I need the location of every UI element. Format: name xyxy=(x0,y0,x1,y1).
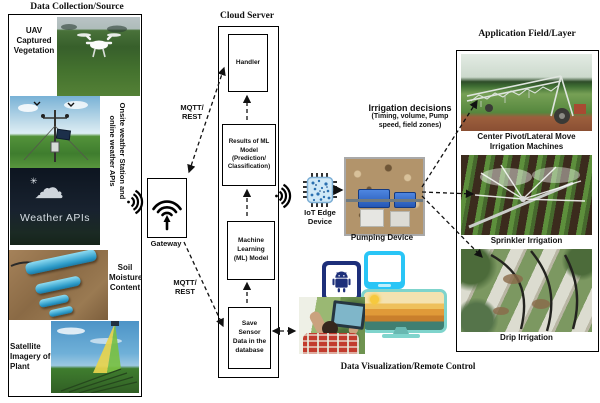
drone-icon xyxy=(61,24,127,58)
satellite-imagery-label: Satellite Imagery of Plant xyxy=(10,342,51,371)
mqtt-line2: REST xyxy=(181,112,202,121)
desktop-monitor-icon xyxy=(361,289,447,333)
weather-apis-tile: ✳ ☁ Weather APIs xyxy=(10,168,100,245)
irrigation-decisions-block: Irrigation decisions (Timing, volume, Pu… xyxy=(366,103,454,131)
pump-pipe xyxy=(346,199,423,202)
handler-box: Handler xyxy=(228,34,268,92)
save-sensor-box: Save Sensor Data in the database xyxy=(228,307,271,369)
mqtt-rest-label-bottom: MQTT/ REST xyxy=(167,278,203,296)
farmer-plaid-shirt xyxy=(303,333,359,354)
data-visualization-label: Data Visualization/Remote Control xyxy=(340,361,476,371)
irrigation-decisions-title: Irrigation decisions xyxy=(368,103,452,113)
soil-sensor xyxy=(34,275,82,295)
mqtt-line1: MQTT/ xyxy=(180,103,204,112)
sprinkler-label: Sprinkler Irrigation xyxy=(490,236,563,245)
mqtt-line2: REST xyxy=(174,287,195,296)
phone-screen xyxy=(326,265,357,298)
drip-irrigation-photo xyxy=(461,249,592,332)
monitor-stand xyxy=(393,327,409,334)
tablet-home-button xyxy=(378,284,391,287)
farmer-tablet-photo xyxy=(299,297,365,354)
drip-tube-icon xyxy=(490,250,579,332)
results-box: Results of ML Model (Prediction/ Classif… xyxy=(222,124,276,186)
sprinkler-spray-icon xyxy=(468,164,586,229)
pivot-machine-icon xyxy=(466,75,586,124)
satellite-imagery-photo xyxy=(51,321,139,393)
mqtt-line1: MQTT/ xyxy=(173,278,197,287)
application-field-title: Application Field/Layer xyxy=(478,29,576,39)
uav-label: UAV Captured Vegetation xyxy=(13,26,55,55)
ml-model-box: Machine Learning (ML) Model xyxy=(227,221,275,280)
android-icon xyxy=(332,271,351,293)
weather-station-photo xyxy=(10,96,100,168)
ml-model-label: Machine Learning (ML) Model xyxy=(233,237,269,262)
results-label: Results of ML Model (Prediction/ Classif… xyxy=(227,138,271,171)
sun-icon xyxy=(370,295,379,304)
soil-moisture-photo xyxy=(9,250,108,320)
wifi-antenna-icon xyxy=(152,200,182,231)
pump-unit xyxy=(358,189,390,208)
mqtt-rest-label-top: MQTT/ REST xyxy=(174,103,210,121)
iot-edge-device-label: IoT Edge Device xyxy=(304,208,336,227)
handler-label: Handler xyxy=(235,58,261,66)
center-pivot-label: Center Pivot/Lateral Move Irrigation Mac… xyxy=(477,132,576,151)
save-sensor-label: Save Sensor Data in the database xyxy=(232,320,267,354)
soil-sensor xyxy=(24,250,98,276)
gateway-box xyxy=(147,178,187,238)
cloud-icon: ☁ xyxy=(34,172,64,205)
soil-moisture-label: Soil Moisture Content xyxy=(109,263,143,292)
satellite-beam-icon xyxy=(57,321,138,393)
farmer-head xyxy=(322,321,338,336)
tablet-screen xyxy=(368,255,401,282)
pump-base-block xyxy=(390,211,410,227)
tablet-icon xyxy=(364,251,405,289)
weather-station-icon xyxy=(18,101,89,162)
left-panel-title: Data Collection/Source xyxy=(30,2,124,12)
pump-base-block xyxy=(360,209,384,227)
uav-vegetation-photo xyxy=(57,17,140,96)
center-pivot-photo xyxy=(461,54,592,131)
irrigation-decisions-details: (Timing, volume, Pump speed, field zones… xyxy=(371,113,449,130)
pumping-device-photo xyxy=(344,157,425,236)
smartphone-icon xyxy=(322,261,361,302)
gateway-label: Gateway xyxy=(150,239,182,248)
iot-chip-icon xyxy=(302,172,338,208)
pumping-device-label: Pumping Device xyxy=(350,233,414,242)
sparkle-icon: ✳ xyxy=(30,176,38,186)
weather-station-label: Onsite weather Station and online weathe… xyxy=(108,102,127,200)
monitor-base xyxy=(382,334,420,338)
soil-sensor xyxy=(48,305,74,318)
weather-apis-text: Weather APIs xyxy=(19,212,90,224)
cloud-server-title: Cloud Server xyxy=(219,11,275,21)
sprinkler-photo xyxy=(461,155,592,235)
drip-irrigation-label: Drip Irrigation xyxy=(500,333,553,342)
